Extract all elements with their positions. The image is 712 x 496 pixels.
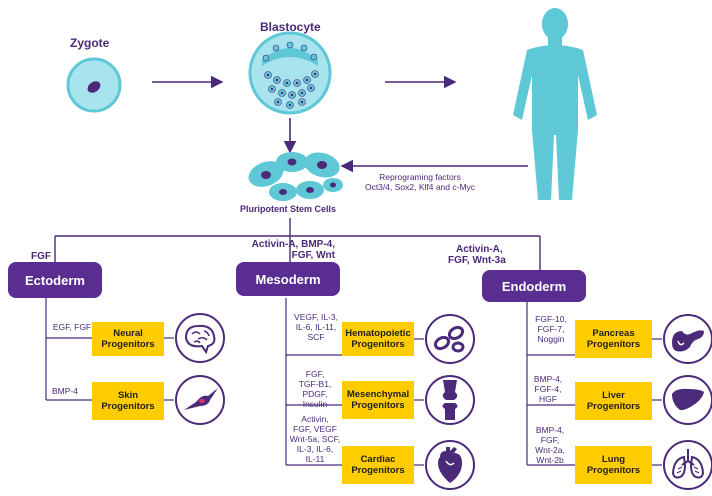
endoderm-factors-line-1: Activin-A, bbox=[456, 244, 503, 255]
pancreas-icon bbox=[663, 314, 712, 364]
cardiac-factors-line-2: FGF, VEGF bbox=[293, 424, 337, 434]
reprogramming-factors: Reprograming factors Oct3/4, Sox2, Klf4 … bbox=[340, 172, 500, 192]
lungs-icon bbox=[663, 440, 712, 490]
endoderm-factors: Activin-A, FGF, Wnt-3a bbox=[448, 244, 506, 266]
liver-factors-line-1: BMP-4, bbox=[533, 374, 563, 384]
zygote-cell-icon bbox=[66, 57, 122, 113]
hematopoietic-factors-line-2: IL-6, IL-11, bbox=[295, 322, 337, 332]
mesenchymal-factors-line-1: FGF, bbox=[305, 369, 325, 379]
pancreas-factors-line-1: FGF-10, bbox=[535, 314, 567, 324]
heart-icon bbox=[425, 440, 475, 490]
lung-factors-line-2: FGF, bbox=[540, 435, 560, 445]
stem-cells-icon bbox=[248, 152, 343, 201]
lung-progenitors-line-1: Lung bbox=[601, 454, 626, 465]
cardiac-factors-line-3: Wnt-5a, SCF, bbox=[289, 434, 341, 444]
liver-progenitors-line-1: Liver bbox=[602, 390, 625, 401]
skin-progenitors-line-2: Progenitors bbox=[101, 401, 155, 412]
liver-factors-line-2: FGF-4, bbox=[534, 384, 562, 394]
hematopoietic-factors-line-3: SCF bbox=[307, 332, 325, 342]
pancreas-factors: FGF-10, FGF-7, Noggin bbox=[530, 314, 572, 344]
ectoderm-factors: FGF bbox=[31, 251, 51, 262]
lung-factors-line-3: Wnt-2a, bbox=[535, 445, 565, 455]
ectoderm-box: Ectoderm bbox=[8, 262, 102, 298]
neural-progenitors-line-2: Progenitors bbox=[101, 339, 155, 350]
psc-label: Pluripotent Stem Cells bbox=[240, 204, 337, 214]
mesenchymal-factors-line-3: PDGF, bbox=[302, 389, 328, 399]
mesenchymal-progenitors-line-1: Mesenchymal bbox=[346, 389, 410, 400]
blastocyte-label: Blastocyte bbox=[260, 20, 321, 34]
reprogramming-line-1: Reprograming factors bbox=[379, 172, 461, 182]
neural-progenitors-line-1: Neural bbox=[113, 328, 143, 339]
blastocyte-icon bbox=[248, 31, 332, 115]
mesenchymal-progenitors-line-2: Progenitors bbox=[351, 400, 405, 411]
mesenchymal-factors: FGF, TGF-B1, PDGF, Insulin bbox=[290, 369, 340, 409]
cardiac-factors-line-4: IL-3, IL-6, bbox=[296, 444, 334, 454]
lung-progenitors-line-2: Progenitors bbox=[586, 465, 641, 476]
mesoderm-factors-line-1: Activin-A, BMP-4, bbox=[251, 239, 335, 250]
reprogramming-line-2: Oct3/4, Sox2, Klf4 and c-Myc bbox=[364, 182, 476, 192]
skin-cell-icon bbox=[175, 375, 225, 425]
pancreas-progenitors-line-1: Pancreas bbox=[592, 328, 635, 339]
hematopoietic-progenitors-line-1: Hematopoietic bbox=[345, 328, 411, 339]
liver-factors-line-3: HGF bbox=[539, 394, 557, 404]
endoderm-box: Endoderm bbox=[482, 270, 586, 302]
skin-factors: BMP-4 bbox=[52, 386, 78, 396]
cardiac-progenitors-line-1: Cardiac bbox=[360, 454, 396, 465]
lung-factors-line-4: Wnt-2b bbox=[536, 455, 564, 465]
lung-factors: BMP-4, FGF, Wnt-2a, Wnt-2b bbox=[530, 425, 570, 465]
liver-factors: BMP-4, FGF-4, HGF bbox=[530, 374, 566, 404]
endoderm-factors-line-2: FGF, Wnt-3a bbox=[448, 255, 506, 266]
hematopoietic-factors-line-1: VEGF, IL-3, bbox=[294, 312, 338, 322]
knee-joint-icon bbox=[425, 375, 475, 425]
hematopoietic-factors: VEGF, IL-3, IL-6, IL-11, SCF bbox=[290, 312, 342, 342]
mesoderm-factors-line-2: FGF, Wnt bbox=[291, 250, 335, 261]
pancreas-progenitors-line-2: Progenitors bbox=[586, 339, 641, 350]
hematopoietic-progenitors-line-2: Progenitors bbox=[351, 339, 405, 350]
mesenchymal-factors-line-2: TGF-B1, bbox=[298, 379, 332, 389]
lung-factors-line-1: BMP-4, bbox=[535, 425, 565, 435]
blood-cells-icon bbox=[425, 314, 475, 364]
endoderm-tree bbox=[526, 300, 575, 466]
brain-icon bbox=[175, 313, 225, 363]
mesoderm-factors: Activin-A, BMP-4, FGF, Wnt bbox=[195, 239, 335, 261]
branch-connectors bbox=[54, 218, 541, 272]
cardiac-factors: Activin, FGF, VEGF Wnt-5a, SCF, IL-3, IL… bbox=[287, 414, 343, 464]
mesoderm-box: Mesoderm bbox=[236, 262, 340, 296]
cardiac-progenitors-line-2: Progenitors bbox=[351, 465, 405, 476]
skin-progenitors-line-1: Skin bbox=[117, 390, 139, 401]
human-body-icon bbox=[513, 8, 597, 200]
mesenchymal-factors-line-4: Insulin bbox=[302, 399, 328, 409]
mesoderm-tree bbox=[285, 298, 342, 466]
cardiac-factors-line-5: IL-11 bbox=[305, 454, 325, 464]
icon-connectors bbox=[164, 337, 662, 466]
liver-progenitors-line-2: Progenitors bbox=[586, 401, 641, 412]
pancreas-factors-line-2: FGF-7, bbox=[537, 324, 565, 334]
neural-factors: EGF, FGF bbox=[52, 322, 92, 332]
pancreas-factors-line-3: Noggin bbox=[537, 334, 565, 344]
zygote-label: Zygote bbox=[70, 36, 110, 50]
cardiac-factors-line-1: Activin, bbox=[301, 414, 329, 424]
ectoderm-tree bbox=[45, 298, 92, 401]
liver-icon bbox=[663, 375, 712, 425]
